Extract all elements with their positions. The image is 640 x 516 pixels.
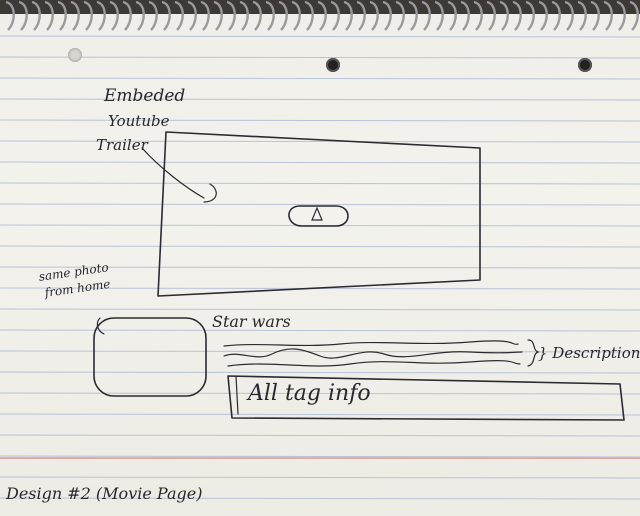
descriptions-brace bbox=[527, 339, 540, 367]
spiral-coil bbox=[551, 0, 561, 31]
spiral-binding bbox=[0, 0, 640, 31]
spiral-coil bbox=[629, 0, 639, 31]
binder-hole-center bbox=[326, 58, 340, 72]
rule-line bbox=[0, 266, 640, 269]
spiral-coil bbox=[395, 0, 405, 31]
spiral-coil bbox=[382, 0, 392, 31]
spiral-coil bbox=[213, 0, 223, 31]
spiral-coil bbox=[278, 0, 288, 31]
rule-line bbox=[0, 140, 640, 143]
rule-line bbox=[0, 161, 640, 164]
rule-line bbox=[0, 476, 640, 479]
spiral-coil bbox=[369, 0, 379, 31]
spiral-coil bbox=[577, 0, 587, 31]
play-button[interactable] bbox=[288, 205, 349, 227]
spiral-coil bbox=[590, 0, 600, 31]
description-line-3 bbox=[227, 360, 521, 367]
spiral-coil bbox=[330, 0, 340, 31]
rule-line bbox=[0, 98, 640, 101]
rule-line bbox=[0, 56, 640, 59]
spiral-coil bbox=[109, 0, 119, 31]
spiral-coil bbox=[525, 0, 535, 31]
description-line-1 bbox=[223, 340, 519, 347]
binder-hole-left bbox=[68, 48, 82, 62]
rule-line bbox=[0, 308, 640, 311]
play-triangle-icon bbox=[311, 206, 323, 221]
tag-info-box[interactable] bbox=[227, 375, 625, 421]
binder-hole-right bbox=[578, 58, 592, 72]
rule-line bbox=[0, 497, 640, 500]
movie-title: Star wars bbox=[212, 312, 291, 331]
spiral-coil bbox=[70, 0, 80, 31]
trailer-arrow-hook bbox=[203, 183, 217, 203]
tag-info-box-inner bbox=[235, 375, 239, 415]
spiral-coil bbox=[239, 0, 249, 31]
spiral-coil bbox=[460, 0, 470, 31]
design-caption: Design #2 (Movie Page) bbox=[6, 484, 203, 503]
rule-line bbox=[0, 371, 640, 374]
rule-line bbox=[0, 203, 640, 206]
rule-line bbox=[0, 329, 640, 332]
spiral-coil bbox=[252, 0, 262, 31]
spiral-coil bbox=[564, 0, 574, 31]
rule-line bbox=[0, 35, 640, 38]
spiral-coil bbox=[447, 0, 457, 31]
photo-arrow bbox=[96, 317, 105, 335]
spiral-coil bbox=[421, 0, 431, 31]
spiral-coil bbox=[317, 0, 327, 31]
spiral-coil bbox=[226, 0, 236, 31]
spiral-coil bbox=[83, 0, 93, 31]
spiral-coil bbox=[122, 0, 132, 31]
annotation-descriptions: } Descriptions bbox=[538, 344, 640, 362]
rule-line bbox=[0, 182, 640, 185]
spiral-coil bbox=[356, 0, 366, 31]
annotation-embed-line1: Embeded bbox=[104, 86, 186, 106]
rule-line bbox=[0, 77, 640, 80]
rule-line bbox=[0, 119, 640, 122]
spiral-coil bbox=[187, 0, 197, 31]
spiral-coil bbox=[512, 0, 522, 31]
spiral-coil bbox=[538, 0, 548, 31]
annotation-embed-line3: Trailer bbox=[96, 136, 148, 154]
spiral-coil bbox=[603, 0, 613, 31]
rule-line bbox=[0, 245, 640, 248]
rule-line bbox=[0, 413, 640, 416]
spiral-coil bbox=[96, 0, 106, 31]
spiral-coil bbox=[408, 0, 418, 31]
spiral-coil bbox=[473, 0, 483, 31]
spiral-coil bbox=[5, 0, 15, 31]
trailer-arrow bbox=[141, 147, 205, 199]
spiral-coil bbox=[44, 0, 54, 31]
spiral-coil bbox=[148, 0, 158, 31]
rule-line bbox=[0, 455, 640, 458]
spiral-coil bbox=[291, 0, 301, 31]
spiral-coil bbox=[499, 0, 509, 31]
description-line-2 bbox=[223, 348, 523, 359]
tag-info-text: All tag info bbox=[248, 381, 371, 406]
spiral-coil bbox=[434, 0, 444, 31]
spiral-coil bbox=[304, 0, 314, 31]
spiral-coil bbox=[135, 0, 145, 31]
rule-line bbox=[0, 392, 640, 395]
spiral-coil bbox=[161, 0, 171, 31]
spiral-coil bbox=[18, 0, 28, 31]
video-embed-frame[interactable] bbox=[157, 131, 481, 297]
rule-line bbox=[0, 350, 640, 353]
spiral-coil bbox=[616, 0, 626, 31]
annotation-embed-line2: Youtube bbox=[108, 112, 170, 130]
spiral-coil bbox=[486, 0, 496, 31]
spiral-coil bbox=[174, 0, 184, 31]
spiral-coil bbox=[343, 0, 353, 31]
spiral-coil bbox=[31, 0, 41, 31]
spiral-coil bbox=[200, 0, 210, 31]
poster-thumbnail[interactable] bbox=[93, 317, 207, 397]
rule-line bbox=[0, 434, 640, 437]
spiral-coil bbox=[57, 0, 67, 31]
spiral-coil bbox=[265, 0, 275, 31]
